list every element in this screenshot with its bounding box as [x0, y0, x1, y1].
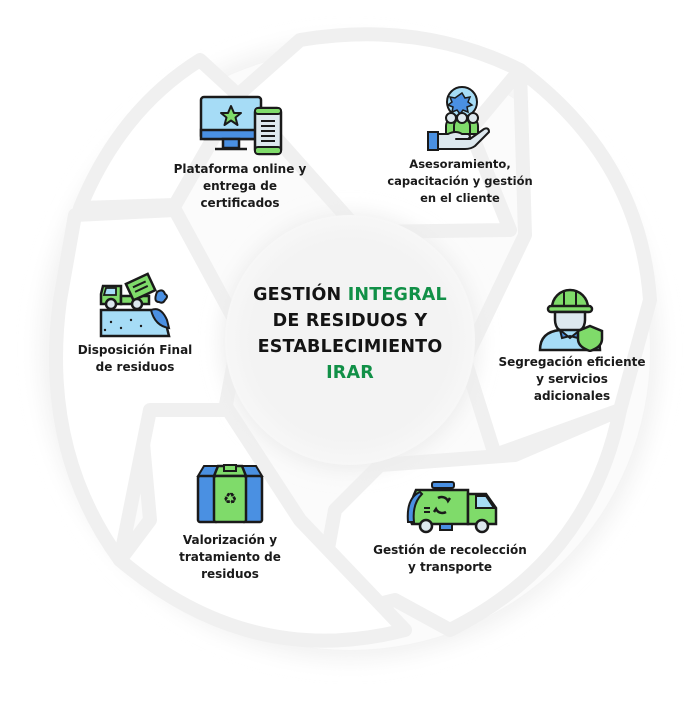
step-label: Plataforma online y entrega de certifica… — [173, 162, 307, 210]
worker-shield-icon — [538, 288, 604, 352]
step-label: Disposición Final de residuos — [77, 343, 193, 374]
monitor-phone-icon — [199, 95, 283, 156]
dump-truck-landfill-icon — [99, 272, 171, 338]
step-plataforma: Plataforma online y entrega de certifica… — [160, 94, 320, 212]
center-title: GESTIÓN INTEGRAL DE RESIDUOS Y ESTABLECI… — [225, 282, 475, 386]
step-label: Valorización y tratamiento de residuos — [179, 533, 281, 581]
center-disc — [225, 215, 475, 465]
hand-people-icon — [427, 86, 490, 151]
segment-bottom-left — [113, 398, 412, 648]
title-line-1: GESTIÓN INTEGRAL — [253, 285, 447, 305]
step-asesoramiento: Asesoramiento, capacitación y gestión en… — [380, 84, 540, 207]
garbage-truck-icon — [406, 481, 498, 534]
title-line-2: DE RESIDUOS Y — [272, 311, 428, 331]
svg-text:♻: ♻ — [223, 489, 237, 508]
step-valorizacion: ♻ Valorización y tratamiento de residuos — [155, 462, 305, 583]
recycle-bins-icon: ♻ — [196, 464, 264, 524]
step-disposicion: Disposición Final de residuos — [55, 272, 215, 376]
step-recoleccion: Gestión de recolección y transporte — [370, 480, 530, 576]
segment-top-left — [73, 53, 245, 215]
step-label: Segregación eficiente y servicios adicio… — [498, 355, 646, 403]
title-line-3: ESTABLECIMIENTO — [257, 337, 443, 357]
segment-top — [231, 27, 527, 239]
step-label: Gestión de recolección y transporte — [373, 543, 527, 574]
step-segregacion: Segregación eficiente y servicios adicio… — [492, 282, 652, 405]
title-line-4: IRAR — [326, 363, 374, 383]
step-label: Asesoramiento, capacitación y gestión en… — [387, 157, 533, 205]
